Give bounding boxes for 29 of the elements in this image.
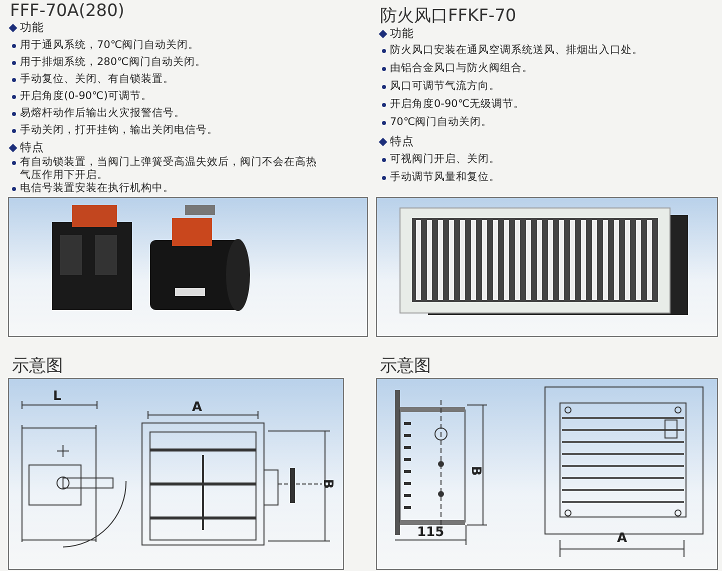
- feature-item: 开启角度0-90℃无级调节。: [390, 98, 526, 111]
- feature-item: 70℃阀门自动关闭。: [390, 116, 494, 129]
- feature-item: 由铝合金风口与防火阀组合。: [390, 62, 534, 75]
- dimension-label: A: [192, 400, 202, 416]
- feature-item: 可视阀门开启、关闭。: [390, 153, 501, 166]
- section-heading: 功能: [20, 21, 44, 35]
- model-heading: FFF-70A(280): [10, 1, 124, 22]
- feature-item: 防火风口安装在通风空调系统送风、排烟出入口处。: [390, 44, 644, 57]
- feature-item: 易熔杆动作后输出火灾报警信号。: [20, 107, 186, 120]
- feature-item: 开启角度(0-90℃)可调节。: [20, 90, 153, 103]
- feature-item: 风口可调节气流方向。: [390, 80, 501, 93]
- feature-item: 有自动锁装置，当阀门上弹簧受高温失效后，阀门不会在高热气压作用下开启。: [20, 156, 318, 182]
- dimension-label: B: [467, 466, 483, 476]
- dimension-label: L: [53, 389, 62, 405]
- feature-item: 手动关闭，打开挂钩，输出关闭电信号。: [20, 124, 219, 137]
- feature-item: 用于排烟系统，280℃阀门自动关闭。: [20, 56, 207, 69]
- dimension-label: 115: [417, 525, 444, 541]
- model-heading: 防火风口FFKF-70: [380, 6, 516, 26]
- feature-item: 手动调节风量和复位。: [390, 171, 501, 184]
- feature-item: 电信号装置安装在执行机构中。: [20, 182, 175, 195]
- section-heading: 示意图: [12, 356, 63, 376]
- feature-item: 手动复位、关闭、有自锁装置。: [20, 73, 175, 86]
- dimension-label: A: [617, 531, 628, 547]
- dimension-label: B: [319, 478, 335, 489]
- section-heading: 功能: [390, 27, 414, 41]
- feature-item: 用于通风系统，70℃阀门自动关闭。: [20, 39, 200, 52]
- section-heading: 特点: [390, 135, 414, 149]
- section-heading: 特点: [20, 141, 44, 155]
- section-heading: 示意图: [380, 356, 431, 376]
